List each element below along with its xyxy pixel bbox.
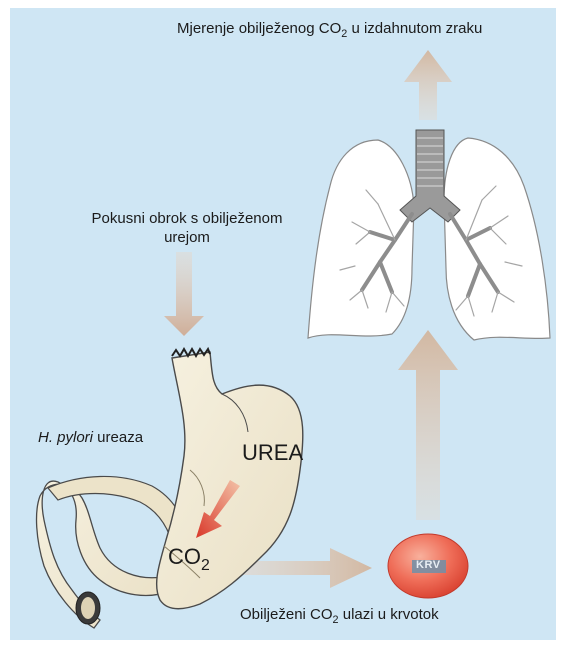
- label-blood-entry-subscript: 2: [333, 614, 339, 626]
- label-test-meal-line1: Pokusni obrok s obilježenom: [68, 210, 306, 227]
- label-co2-text: CO: [168, 544, 201, 569]
- label-blood-entry: Obilježeni CO2 ulazi u krvotok: [240, 606, 439, 623]
- label-test-meal-line2: urejom: [68, 229, 306, 246]
- label-blood-entry-text: Obilježeni CO: [240, 606, 333, 623]
- label-co2: CO2: [168, 544, 210, 570]
- label-urease-organism: H. pylori: [38, 429, 93, 446]
- label-urease-enzyme: ureaza: [93, 429, 143, 446]
- label-krv: KRV: [416, 559, 441, 571]
- label-blood-entry-suffix: ulazi u krvotok: [339, 606, 439, 623]
- label-urease: H. pylori ureaza: [38, 429, 143, 446]
- label-exhaled-air: Mjerenje obilježenog CO2 u izdahnutom zr…: [177, 20, 482, 37]
- label-exhaled-air-subscript: 2: [341, 28, 347, 40]
- label-test-meal: Pokusni obrok s obilježenom urejom: [68, 210, 306, 246]
- label-urea: UREA: [242, 440, 303, 466]
- label-exhaled-air-suffix: u izdahnutom zraku: [347, 20, 482, 37]
- label-co2-subscript: 2: [201, 557, 210, 574]
- label-exhaled-air-text: Mjerenje obilježenog CO: [177, 20, 341, 37]
